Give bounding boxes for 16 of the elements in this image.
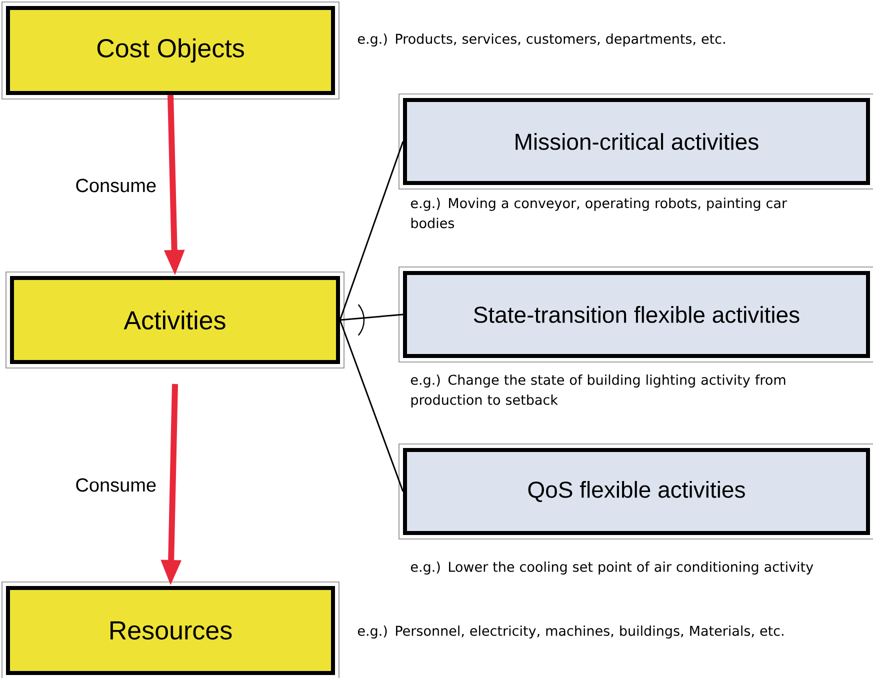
flow-box: Mission-critical activities xyxy=(398,94,873,190)
example-note: e.g.) Moving a conveyor, operating robots, painting car bodies xyxy=(410,198,788,228)
connector-line xyxy=(339,320,404,492)
flow-box: QoS flexible activities xyxy=(398,444,873,540)
edge-label: Consume xyxy=(73,176,159,194)
example-note: e.g.) Change the state of building lighting activity from production to setback xyxy=(410,374,786,408)
flow-box: State-transition flexible activities xyxy=(398,266,873,362)
example-note: e.g.) Products, services, customers, departments, etc. xyxy=(358,33,725,47)
example-note: e.g.) Personnel, electricity, machines, buildings, Materials, etc. xyxy=(358,625,784,639)
flow-box: Cost Objects xyxy=(2,2,340,100)
flow-box: Activities xyxy=(6,272,344,368)
edge-label: Consume xyxy=(73,476,159,494)
flow-box: Resources xyxy=(2,582,340,678)
connector-line xyxy=(340,314,404,321)
example-note: e.g.) Lower the cooling set point of air conditioning activity xyxy=(410,561,814,575)
connector-line xyxy=(339,141,404,320)
